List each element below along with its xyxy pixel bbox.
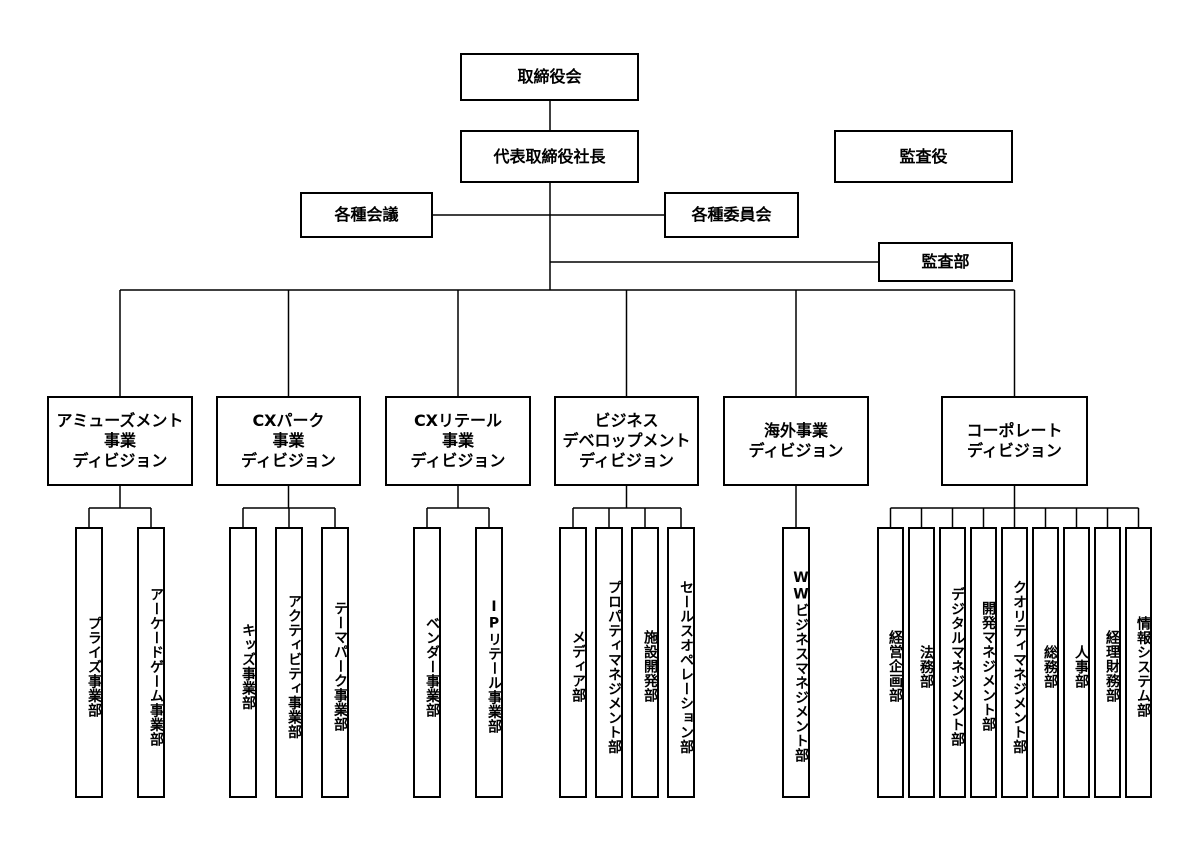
department-box: プロパティマネジメント部	[595, 527, 623, 798]
department-box: ベンダー事業部	[413, 527, 441, 798]
department-label: キッズ事業部	[240, 623, 256, 710]
department-label: アクティビティ事業部	[286, 594, 302, 739]
department-box: WWビジネスマネジメント部	[782, 527, 810, 798]
division-label: 海外事業 ディビジョン	[748, 421, 844, 460]
department-label: 人事部	[1073, 644, 1089, 689]
department-label: 総務部	[1042, 644, 1058, 689]
division-label: CXリテール 事業 ディビジョン	[410, 411, 506, 470]
board-label: 取締役会	[517, 67, 582, 86]
department-box: クオリティマネジメント部	[1001, 527, 1028, 798]
department-label: 法務部	[918, 644, 934, 689]
department-label: 開発マネジメント部	[980, 601, 996, 732]
department-label: セールスオペレーション部	[678, 579, 694, 754]
department-box: 総務部	[1032, 527, 1059, 798]
department-label: プライズ事業部	[86, 615, 102, 718]
meetings-label: 各種会議	[334, 205, 399, 224]
department-box: IPリテール事業部	[475, 527, 503, 798]
department-label: 施設開発部	[642, 630, 658, 703]
department-box: メディア部	[559, 527, 587, 798]
department-box: セールスオペレーション部	[667, 527, 695, 798]
department-box: 法務部	[908, 527, 935, 798]
department-box: 経理財務部	[1094, 527, 1121, 798]
committees-box: 各種委員会	[664, 192, 799, 238]
division-label: ビジネス デベロップメント ディビジョン	[562, 411, 691, 470]
division-label: コーポレート ディビジョン	[966, 421, 1063, 460]
department-box: 開発マネジメント部	[970, 527, 997, 798]
department-label: IPリテール事業部	[486, 599, 502, 734]
department-label: 経営企画部	[887, 630, 903, 703]
division-box: 海外事業 ディビジョン	[723, 396, 869, 486]
department-box: 経営企画部	[877, 527, 904, 798]
department-label: テーマパーク事業部	[332, 601, 348, 732]
department-box: テーマパーク事業部	[321, 527, 349, 798]
auditor-label: 監査役	[899, 146, 948, 166]
division-box: CXリテール 事業 ディビジョン	[385, 396, 531, 486]
president-box: 代表取締役社長	[460, 130, 639, 183]
department-box: 情報システム部	[1125, 527, 1152, 798]
department-label: デジタルマネジメント部	[949, 586, 965, 747]
committees-label: 各種委員会	[691, 205, 772, 224]
department-label: アーケードゲーム事業部	[148, 586, 164, 747]
auditor-box: 監査役	[834, 130, 1013, 183]
division-box: ビジネス デベロップメント ディビジョン	[554, 396, 699, 486]
department-box: アクティビティ事業部	[275, 527, 303, 798]
department-label: クオリティマネジメント部	[1011, 579, 1027, 754]
department-box: アーケードゲーム事業部	[137, 527, 165, 798]
division-box: CXパーク 事業 ディビジョン	[216, 396, 361, 486]
president-label: 代表取締役社長	[493, 146, 606, 166]
department-box: プライズ事業部	[75, 527, 103, 798]
department-box: 施設開発部	[631, 527, 659, 798]
department-label: プロパティマネジメント部	[606, 579, 622, 754]
department-label: 情報システム部	[1135, 615, 1151, 718]
division-label: CXパーク 事業 ディビジョン	[241, 411, 336, 470]
audit-dept-label: 監査部	[921, 252, 970, 271]
meetings-box: 各種会議	[300, 192, 433, 238]
department-label: メディア部	[570, 630, 586, 703]
division-box: アミューズメント 事業 ディビジョン	[47, 396, 193, 486]
board-box: 取締役会	[460, 53, 639, 101]
department-label: 経理財務部	[1104, 630, 1120, 703]
department-label: WWビジネスマネジメント部	[793, 570, 809, 763]
department-label: ベンダー事業部	[424, 615, 440, 718]
department-box: キッズ事業部	[229, 527, 257, 798]
department-box: デジタルマネジメント部	[939, 527, 966, 798]
department-box: 人事部	[1063, 527, 1090, 798]
audit-dept-box: 監査部	[878, 242, 1013, 282]
division-box: コーポレート ディビジョン	[941, 396, 1088, 486]
division-label: アミューズメント 事業 ディビジョン	[56, 411, 184, 470]
